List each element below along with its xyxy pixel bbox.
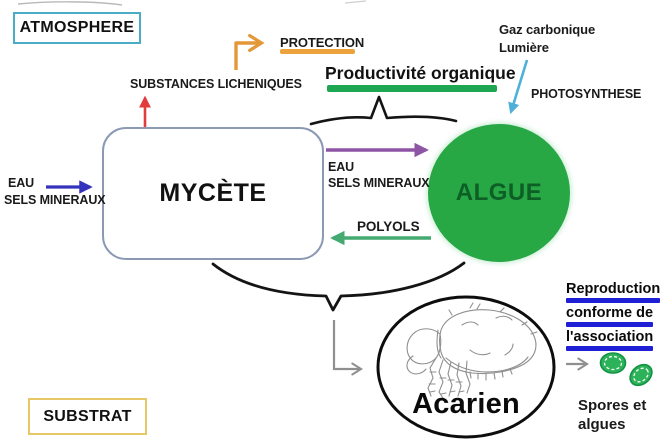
substrat-box: SUBSTRAT: [28, 398, 147, 435]
protection-label: PROTECTION: [280, 35, 365, 50]
reproduction-label-2: conforme de: [566, 305, 654, 321]
atmosphere-box: ATMOSPHERE: [13, 12, 141, 44]
reproduction-underline: [566, 322, 654, 327]
spores-label-line2: algues: [578, 416, 626, 433]
reproduction-line: conforme de: [566, 305, 654, 327]
exchange-eau-label: EAU: [328, 160, 355, 174]
productivite-organique-label: Productivité organique: [325, 63, 516, 83]
reproduction-label-3: l'association: [566, 329, 654, 345]
acarien-sketch: [406, 302, 538, 399]
spore-icon: [599, 352, 627, 374]
gaz-carbonique-label: Gaz carbonique: [499, 22, 596, 37]
spore-icon: [629, 363, 653, 387]
polyols-label: POLYOLS: [357, 219, 420, 234]
eau-input-label: EAU: [8, 176, 35, 190]
reproduction-block: Reproduction conforme de l'association: [566, 281, 661, 353]
reproduction-underline: [566, 346, 654, 351]
photosynthese-label: PHOTOSYNTHESE: [531, 87, 642, 101]
mycete-label: MYCÈTE: [159, 179, 267, 207]
spores-et-algues-label: Spores et algues: [578, 396, 646, 434]
algue-circle: ALGUE: [428, 124, 570, 262]
reproduction-line: l'association: [566, 329, 654, 351]
algue-label: ALGUE: [455, 179, 543, 206]
substrat-label: SUBSTRAT: [43, 407, 132, 425]
scan-artifact-line: [17, 1, 123, 6]
reproduction-line: Reproduction: [566, 281, 661, 303]
substances-licheniques-label: SUBSTANCES LICHENIQUES: [130, 77, 302, 91]
exchange-sels-label: SELS MINERAUX: [328, 176, 430, 190]
photosynthese-arrow-icon: [508, 59, 529, 115]
brace-up-icon: [309, 95, 458, 126]
mycete-box: MYCÈTE: [102, 127, 324, 260]
brace-down-icon: [211, 261, 466, 312]
protection-arrow-icon: [234, 43, 260, 70]
atmosphere-label: ATMOSPHERE: [19, 19, 135, 36]
reproduction-label-1: Reproduction: [566, 281, 661, 297]
sels-mineraux-input-label: SELS MINERAUX: [4, 193, 106, 207]
protection-underline: [280, 49, 355, 54]
lumiere-label: Lumière: [499, 40, 549, 55]
reproduction-underline: [566, 298, 661, 303]
spores-label-line1: Spores et: [578, 397, 647, 414]
scan-artifact-line: [344, 0, 367, 4]
productivite-underline: [327, 85, 497, 92]
to-acarien-arrow-icon: [332, 320, 363, 376]
acarien-label: Acarien: [412, 388, 520, 420]
